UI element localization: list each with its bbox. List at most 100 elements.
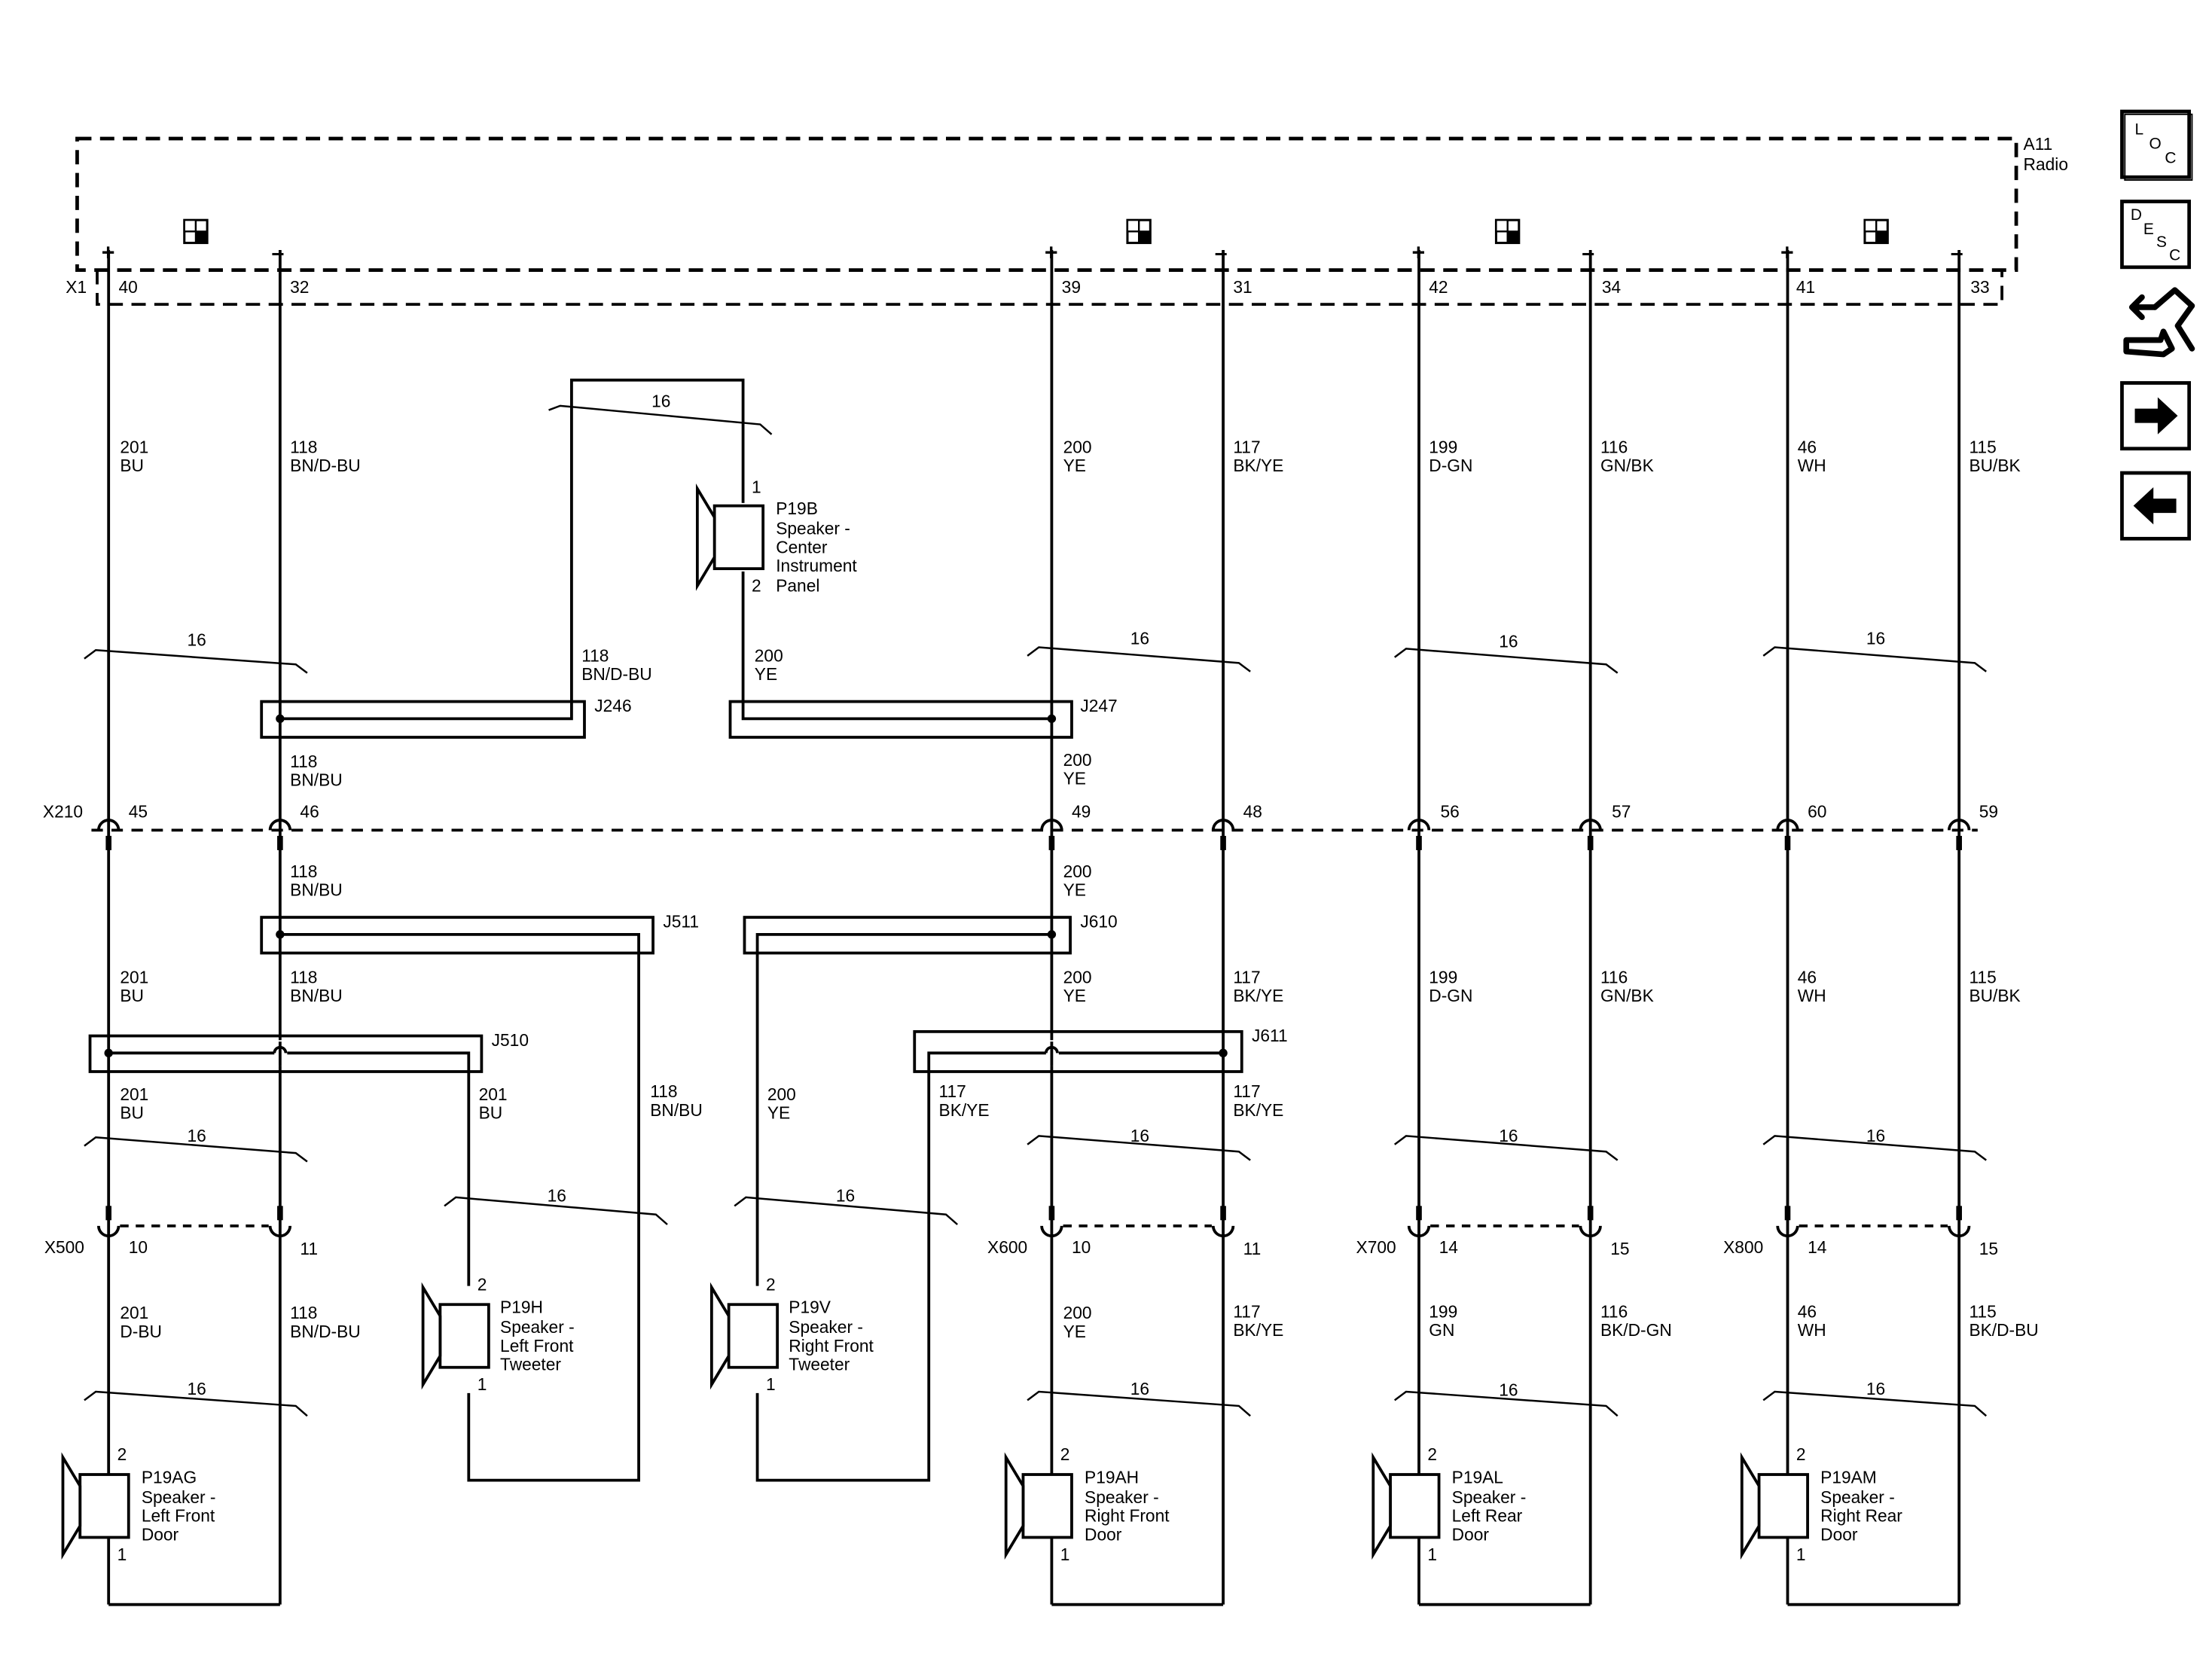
speaker-ref: P19V (789, 1298, 831, 1317)
speaker-desc: Door (142, 1524, 179, 1544)
speaker-desc: Right Front (789, 1336, 874, 1356)
wire-color: BU (479, 1103, 503, 1123)
speaker-desc: Right Rear (1820, 1506, 1902, 1526)
speaker-pin: 1 (117, 1545, 127, 1564)
speaker-output-shield-icon (1863, 218, 1889, 245)
next-page-icon (2134, 397, 2178, 435)
speaker-icon (61, 1456, 130, 1557)
pin-label: 14 (1439, 1237, 1458, 1257)
circuit-number: 199 (1429, 967, 1457, 987)
connector-label: X700 (1356, 1237, 1396, 1257)
wire-color: GN/BK (1600, 986, 1654, 1005)
pin-label: 59 (1979, 801, 1998, 821)
speaker-ref: P19B (776, 499, 818, 518)
speaker-desc: Speaker - (1085, 1487, 1159, 1507)
wire-color: D-GN (1429, 456, 1472, 475)
circuit-number: 46 (1798, 437, 1817, 456)
pin-label: 15 (1979, 1239, 1998, 1258)
splice-j611 (913, 1029, 1243, 1073)
speaker-output-shield-icon (183, 218, 209, 245)
tools-button[interactable] (2123, 287, 2195, 358)
wire-color: GN/BK (1600, 456, 1654, 475)
previous-page-button[interactable] (2120, 471, 2192, 541)
wire-color: BN/D-BU (290, 1322, 361, 1341)
circuit-number: 118 (290, 967, 317, 987)
pin-label: 41 (1796, 277, 1815, 297)
wire-200-tweeter (755, 932, 1052, 1286)
pin-label: 40 (118, 277, 137, 297)
circuit-number: 118 (290, 862, 317, 881)
connector-label: X600 (987, 1237, 1027, 1257)
circuit-number: 118 (581, 645, 609, 665)
minus-sign: – (271, 240, 284, 265)
speaker-right-rear-door: 2 1 P19AM Speaker - Right Rear Door (1740, 1444, 1902, 1564)
description-icon: D E S C (2131, 206, 2180, 264)
speaker-desc: Left Front (142, 1506, 215, 1526)
splice-label: J611 (1252, 1026, 1288, 1045)
speaker-desc: Tweeter (789, 1355, 850, 1374)
gauge-label: 16 (1866, 1379, 1885, 1398)
pin-label: 11 (300, 1239, 318, 1258)
pin-label: 14 (1808, 1237, 1826, 1257)
speakers: 1 2 P19B Speaker - Center Instrument Pan… (61, 477, 1902, 1564)
circuit-number: 117 (1233, 1081, 1260, 1101)
connector-label: X210 (43, 801, 83, 821)
speaker-desc: Left Rear (1452, 1506, 1523, 1526)
circuit-number: 200 (1063, 1303, 1092, 1322)
pin-label: 57 (1612, 801, 1631, 821)
location-button[interactable]: L O C (2120, 109, 2193, 181)
gauge-label: 16 (1866, 1126, 1885, 1145)
pin-label: 45 (129, 801, 148, 821)
speaker-left-front-door: 2 1 P19AG Speaker - Left Front Door (61, 1444, 215, 1564)
wire-color: YE (1063, 456, 1086, 475)
wire-color: WH (1798, 986, 1826, 1005)
gauge-label: 16 (1866, 629, 1885, 648)
speaker-pin: 2 (477, 1274, 487, 1294)
speaker-pin: 1 (766, 1374, 776, 1394)
wire-color: BK/YE (1233, 1100, 1283, 1120)
wire-color: WH (1798, 456, 1826, 475)
wire-color: GN (1429, 1320, 1454, 1340)
next-page-button[interactable] (2120, 381, 2192, 451)
speaker-desc: Speaker - (776, 519, 850, 538)
circuit-number: 201 (120, 437, 148, 456)
circuit-number: 199 (1429, 437, 1457, 456)
wire-color: YE (1063, 986, 1086, 1005)
splice-j246 (260, 700, 586, 739)
pin-label: 42 (1429, 277, 1448, 297)
speaker-desc: Center (776, 537, 828, 557)
nav-toolbar: L O C D E S C (2120, 109, 2195, 541)
wire-color: BN/BU (290, 986, 343, 1005)
speaker-pin: 2 (752, 575, 761, 595)
circuit-number: 116 (1600, 967, 1628, 987)
wire-color: BN/D-BU (290, 456, 361, 475)
wire-color: YE (1063, 1322, 1086, 1341)
speaker-icon (1004, 1456, 1073, 1557)
connector-label: X500 (44, 1237, 84, 1257)
pin-label: 34 (1602, 277, 1621, 297)
gauge-label: 16 (548, 1186, 566, 1206)
circuit-number: 200 (1063, 750, 1092, 770)
gauge-label: 16 (1130, 629, 1149, 648)
pin-label: 31 (1233, 277, 1252, 297)
circuit-number: 200 (1063, 437, 1092, 456)
description-button[interactable]: D E S C (2120, 200, 2192, 270)
gauge-label: 16 (1499, 1380, 1518, 1400)
speaker-output-shield-icon (1126, 218, 1152, 245)
gauge-label: 16 (1130, 1126, 1149, 1145)
gauge-label: 16 (1130, 1379, 1149, 1398)
circuit-number: 115 (1969, 1301, 1996, 1321)
circuit-number: 118 (650, 1081, 677, 1101)
pin-label: 48 (1243, 801, 1262, 821)
wires (107, 250, 1961, 1606)
circuit-number: 116 (1600, 1301, 1628, 1321)
connector-x210: X210 45 46 49 48 56 57 60 59 (43, 801, 1998, 852)
splice-j247 (728, 700, 1073, 739)
speaker-desc: Speaker - (789, 1317, 863, 1337)
radio-module: A11 Radio X1 + – + – + – + – 40 32 39 31… (66, 134, 2068, 306)
location-icon: L O C (2135, 120, 2177, 166)
wire-color: BU/BK (1969, 456, 2020, 475)
wire-color: YE (1063, 880, 1086, 900)
wire-color: BN/BU (290, 770, 343, 790)
